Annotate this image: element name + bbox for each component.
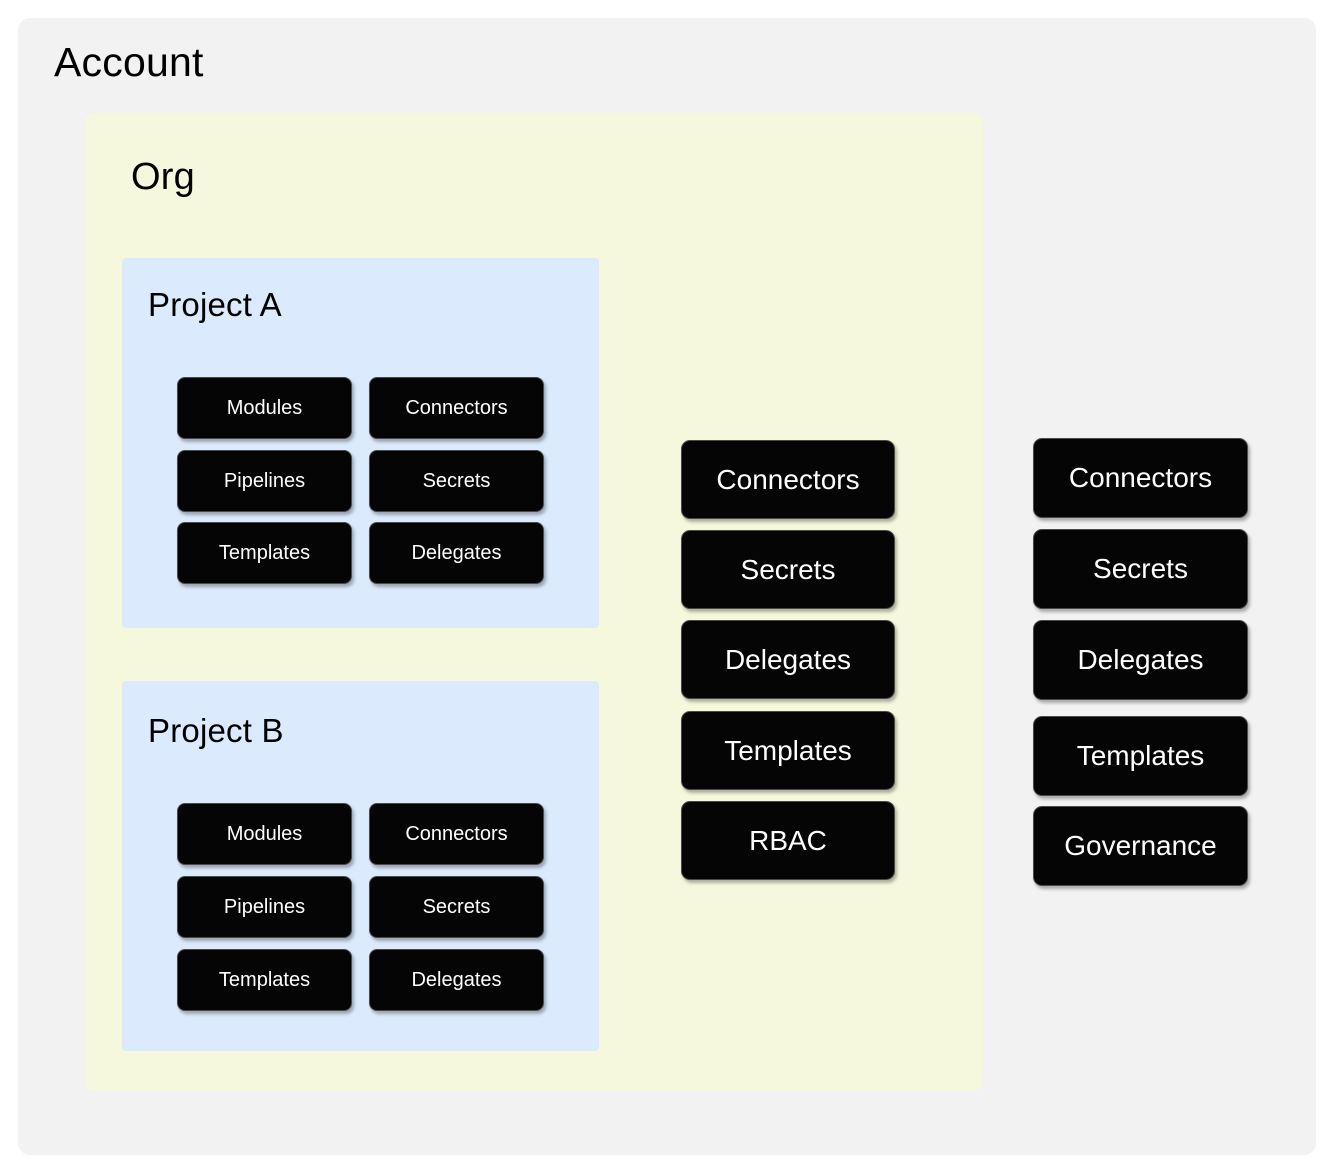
project-b-resource-modules[interactable]: Modules xyxy=(177,803,352,865)
project-b-resource-delegates[interactable]: Delegates xyxy=(369,949,544,1011)
account-resource-governance[interactable]: Governance xyxy=(1033,806,1248,886)
org-resource-rbac[interactable]: RBAC xyxy=(681,801,895,880)
org-scope-title: Org xyxy=(131,156,195,198)
project-a-resource-modules[interactable]: Modules xyxy=(177,377,352,439)
account-scope-title: Account xyxy=(54,39,204,85)
account-resource-delegates[interactable]: Delegates xyxy=(1033,620,1248,700)
org-resource-connectors[interactable]: Connectors xyxy=(681,440,895,519)
project-a-resource-connectors[interactable]: Connectors xyxy=(369,377,544,439)
project-b-resource-pipelines[interactable]: Pipelines xyxy=(177,876,352,938)
project-b-resource-connectors[interactable]: Connectors xyxy=(369,803,544,865)
account-resource-connectors[interactable]: Connectors xyxy=(1033,438,1248,518)
project-b-resource-secrets[interactable]: Secrets xyxy=(369,876,544,938)
org-resource-templates[interactable]: Templates xyxy=(681,711,895,790)
org-resource-delegates[interactable]: Delegates xyxy=(681,620,895,699)
project-b-resource-templates[interactable]: Templates xyxy=(177,949,352,1011)
project-a-resource-delegates[interactable]: Delegates xyxy=(369,522,544,584)
project-a-scope-title: Project A xyxy=(148,286,282,323)
org-resource-secrets[interactable]: Secrets xyxy=(681,530,895,609)
project-a-resource-secrets[interactable]: Secrets xyxy=(369,450,544,512)
account-resource-templates[interactable]: Templates xyxy=(1033,716,1248,796)
account-resource-secrets[interactable]: Secrets xyxy=(1033,529,1248,609)
project-a-resource-pipelines[interactable]: Pipelines xyxy=(177,450,352,512)
project-b-scope-title: Project B xyxy=(148,712,284,749)
project-a-resource-templates[interactable]: Templates xyxy=(177,522,352,584)
